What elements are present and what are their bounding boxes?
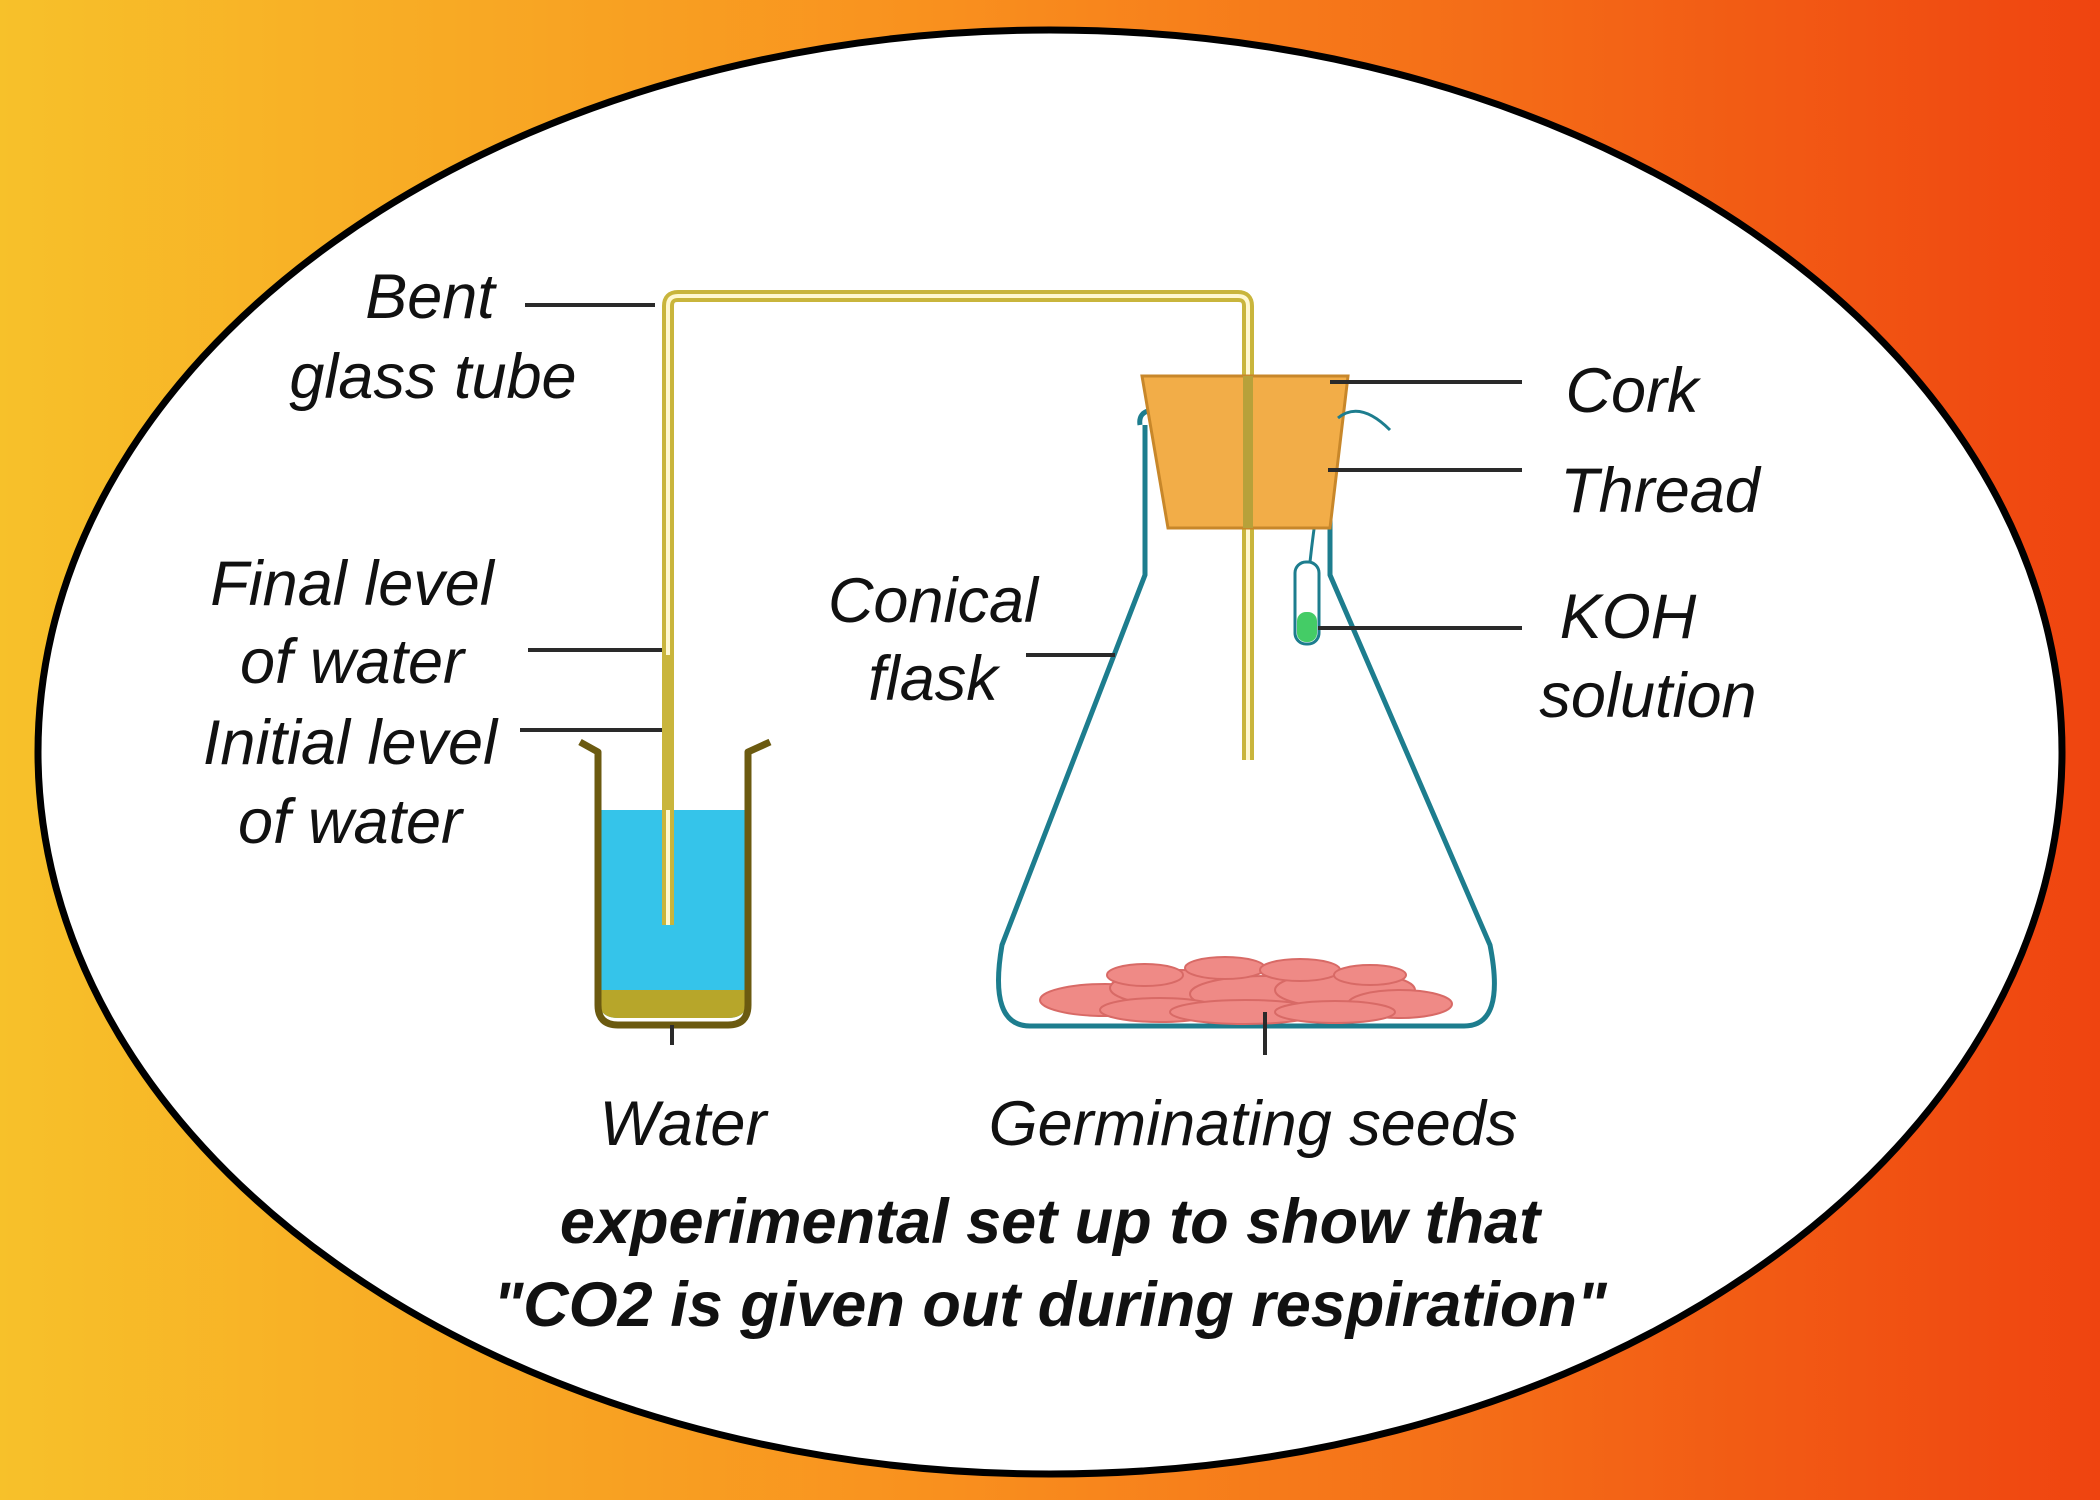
label-germinating-seeds: Germinating seeds [989, 1089, 1518, 1159]
label-final-level-line1: Final level [210, 549, 496, 619]
label-bent-tube-line1: Bent [365, 262, 497, 332]
flask-outline [996, 425, 1497, 1029]
caption-line1: experimental set up to show that [560, 1187, 1543, 1257]
label-initial-level-line1: Initial level [203, 708, 499, 778]
white-oval-frame [34, 26, 2066, 1478]
label-initial-level-line2: of water [238, 787, 465, 857]
label-conical-flask-line1: Conical [828, 566, 1040, 636]
caption-line2: "CO2 is given out during respiration" [493, 1270, 1607, 1340]
label-cork: Cork [1565, 356, 1702, 426]
thread-tie [1337, 409, 1392, 432]
label-koh-line2: solution [1539, 661, 1756, 731]
beaker-sediment [598, 990, 748, 1018]
label-thread: Thread [1560, 456, 1762, 526]
label-bent-tube-line2: glass tube [289, 342, 576, 412]
label-water: Water [600, 1089, 770, 1159]
germinating-seeds [1039, 956, 1453, 1025]
koh-solution [1297, 612, 1317, 642]
label-koh-line1: KOH [1560, 582, 1697, 652]
bent-glass-tube-bore [666, 294, 1250, 925]
label-conical-flask-line2: flask [868, 644, 1001, 714]
label-final-level-line2: of water [240, 627, 467, 697]
